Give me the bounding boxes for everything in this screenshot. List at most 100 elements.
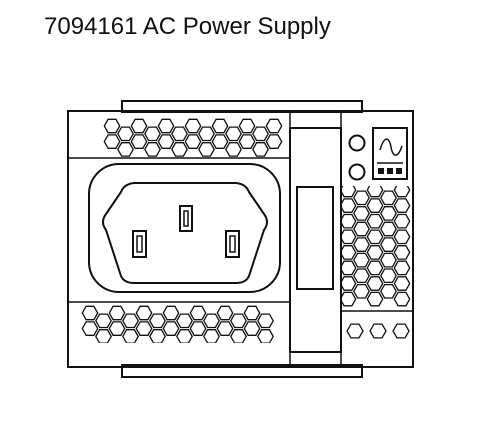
vent-hole (198, 126, 215, 142)
bottom-rail (121, 364, 363, 378)
vent-hole (211, 118, 229, 134)
vent-hole (203, 313, 220, 329)
vent-grille-top (103, 118, 283, 157)
vent-hole (189, 321, 207, 336)
vent-hole (393, 245, 411, 260)
vent-hole (144, 142, 161, 157)
vent-hole (149, 313, 166, 329)
ac-sine-wave-icon (372, 127, 408, 180)
vent-hole (393, 186, 411, 198)
vent-hole (216, 305, 234, 321)
neutral-pin (225, 230, 240, 258)
vent-hole (203, 329, 220, 343)
vent-hole (149, 329, 166, 343)
vent-hole (265, 118, 283, 134)
vent-hole (230, 313, 247, 329)
vent-hole (157, 134, 175, 149)
vent-hole (117, 126, 134, 142)
vent-hole (135, 305, 153, 321)
vent-hole (81, 305, 99, 321)
status-led-bottom (348, 163, 366, 181)
vent-hole (162, 305, 180, 321)
vent-hole (380, 206, 397, 221)
vent-hole (216, 321, 234, 336)
vent-hole (393, 291, 411, 307)
vent-hole (103, 134, 121, 149)
release-latch-window (296, 186, 334, 290)
vent-hole (353, 190, 370, 206)
vent-hole (103, 118, 121, 134)
vent-hole (171, 142, 188, 157)
vent-hole (353, 283, 370, 299)
vent-hole (198, 142, 215, 157)
vent-hole (135, 321, 153, 336)
vent-hole (184, 134, 202, 149)
page-title: 7094161 AC Power Supply (44, 13, 331, 40)
vent-hole (353, 252, 370, 268)
vent-hole (122, 313, 139, 329)
vent-hole (346, 323, 364, 339)
vent-hole (95, 313, 112, 329)
vent-hole (176, 329, 193, 343)
vent-hole (130, 134, 148, 149)
vent-hole (162, 321, 180, 336)
status-led-top (348, 134, 366, 152)
ac-inlet-face (102, 182, 268, 284)
vent-hole (393, 229, 411, 245)
vent-grille-right (342, 186, 411, 307)
vent-hole (243, 321, 261, 336)
vent-hole (393, 213, 411, 229)
vent-hole (380, 190, 397, 206)
vent-hole (393, 276, 411, 291)
vent-hole (353, 237, 370, 252)
vent-hole (122, 329, 139, 343)
vent-hole (342, 291, 357, 307)
vent-hole (171, 126, 188, 142)
vent-hole (238, 134, 256, 149)
vent-hole (353, 268, 370, 284)
vent-hole (342, 245, 357, 260)
vent-hole (366, 260, 384, 276)
vent-hole (342, 213, 357, 229)
vent-hole (366, 213, 384, 229)
vent-hole (342, 186, 357, 198)
vent-hole (353, 206, 370, 221)
vent-hole (265, 134, 283, 149)
vent-hole (380, 252, 397, 268)
vent-hole (366, 229, 384, 245)
vent-hole (189, 305, 207, 321)
vent-hole (238, 118, 256, 134)
vent-hole (380, 283, 397, 299)
line-pin (132, 230, 147, 258)
vent-hole (369, 323, 387, 339)
ground-pin (179, 205, 193, 232)
vent-hole (342, 198, 357, 213)
vent-hole (243, 305, 261, 321)
vent-hole (366, 186, 384, 198)
release-latch (289, 127, 342, 353)
vent-hole (366, 276, 384, 291)
vent-hole (144, 126, 161, 142)
vent-hole (95, 329, 112, 343)
vent-hole (117, 142, 134, 157)
vent-hole (392, 323, 410, 339)
vent-hole (353, 221, 370, 237)
vent-hole (257, 329, 274, 343)
psu-housing (67, 110, 414, 368)
vent-hole (342, 276, 357, 291)
vent-hole (342, 229, 357, 245)
vent-hole (130, 118, 148, 134)
vent-hole (257, 313, 274, 329)
vent-hole (230, 329, 247, 343)
vent-hole (342, 260, 357, 276)
vent-hole (176, 313, 193, 329)
vent-hole (366, 198, 384, 213)
vent-hole (366, 245, 384, 260)
vent-hole (81, 321, 99, 336)
vent-hole (380, 268, 397, 284)
vent-hole (184, 118, 202, 134)
vent-hole (211, 134, 229, 149)
vent-hole (252, 126, 269, 142)
vent-hole (225, 142, 242, 157)
